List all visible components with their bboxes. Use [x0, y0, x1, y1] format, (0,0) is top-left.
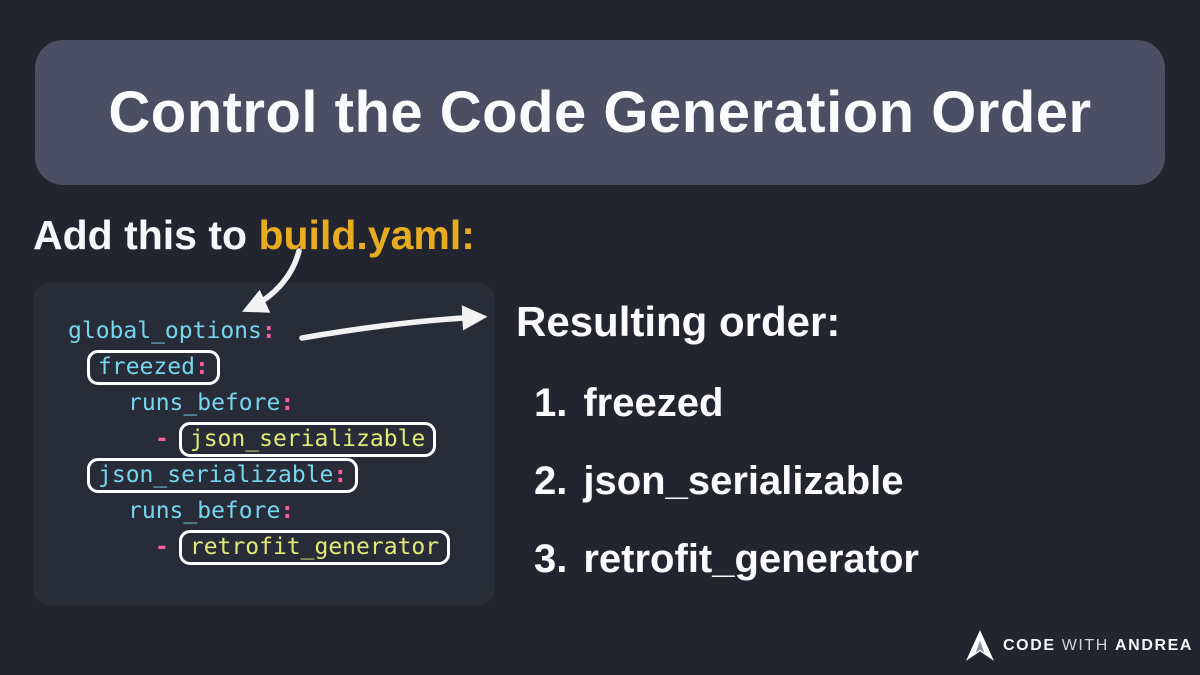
- code-colon: :: [261, 318, 276, 344]
- subtitle: Add this to build.yaml:: [33, 212, 475, 259]
- code-dash: -: [155, 534, 169, 560]
- boxed-code-key: json_serializable:: [87, 458, 359, 493]
- code-line: json_serializable:: [33, 457, 495, 493]
- boxed-code-key: freezed:: [87, 350, 220, 385]
- result-item: 2. json_serializable: [534, 456, 919, 534]
- code-line: runs_before:: [33, 493, 495, 529]
- logo-word-andrea: ANDREA: [1115, 636, 1194, 654]
- subtitle-prefix: Add this to: [33, 212, 259, 258]
- code-key: json_serializable: [98, 462, 334, 488]
- result-item: 1. freezed: [534, 378, 919, 456]
- code-key: freezed: [98, 354, 195, 380]
- code-colon: :: [280, 498, 295, 524]
- code-colon: :: [333, 462, 348, 488]
- code-key: runs_before: [128, 498, 281, 524]
- logo-text: CODE WITH ANDREA: [1003, 637, 1193, 655]
- logo-word-code: CODE: [1003, 636, 1056, 654]
- result-item-number: 1.: [534, 381, 568, 425]
- code-key: global_options: [68, 318, 262, 344]
- result-item-number: 3.: [534, 537, 568, 581]
- footer-logo: CODE WITH ANDREA: [966, 630, 1193, 661]
- boxed-code-value: retrofit_generator: [178, 530, 451, 565]
- code-line: -json_serializable: [33, 421, 495, 457]
- result-item-label: freezed: [583, 381, 724, 425]
- code-key: runs_before: [128, 390, 281, 416]
- code-line: freezed:: [33, 349, 495, 385]
- build-yaml-highlight: build.yaml:: [258, 212, 475, 258]
- code-line: global_options:: [33, 313, 495, 349]
- code-value: retrofit_generator: [189, 534, 440, 560]
- header-pill: Control the Code Generation Order: [35, 40, 1165, 185]
- result-item-label: retrofit_generator: [583, 537, 919, 581]
- boxed-code-value: json_serializable: [178, 422, 437, 457]
- result-heading: Resulting order:: [516, 298, 841, 345]
- code-line: runs_before:: [33, 385, 495, 421]
- result-list: 1. freezed 2. json_serializable 3. retrofit…: [534, 378, 919, 612]
- code-dash: -: [155, 426, 169, 452]
- result-item-label: json_serializable: [583, 459, 904, 503]
- result-item: 3. retrofit_generator: [534, 534, 919, 612]
- logo-word-with: WITH: [1061, 636, 1109, 654]
- code-value: json_serializable: [189, 426, 426, 452]
- result-item-number: 2.: [534, 459, 568, 503]
- code-with-andrea-logo-icon: [966, 630, 994, 661]
- code-colon: :: [194, 354, 209, 380]
- page-title: Control the Code Generation Order: [108, 80, 1092, 145]
- code-line: -retrofit_generator: [33, 529, 495, 565]
- code-colon: :: [280, 390, 295, 416]
- code-card: global_options: freezed: runs_before: -j…: [33, 283, 495, 605]
